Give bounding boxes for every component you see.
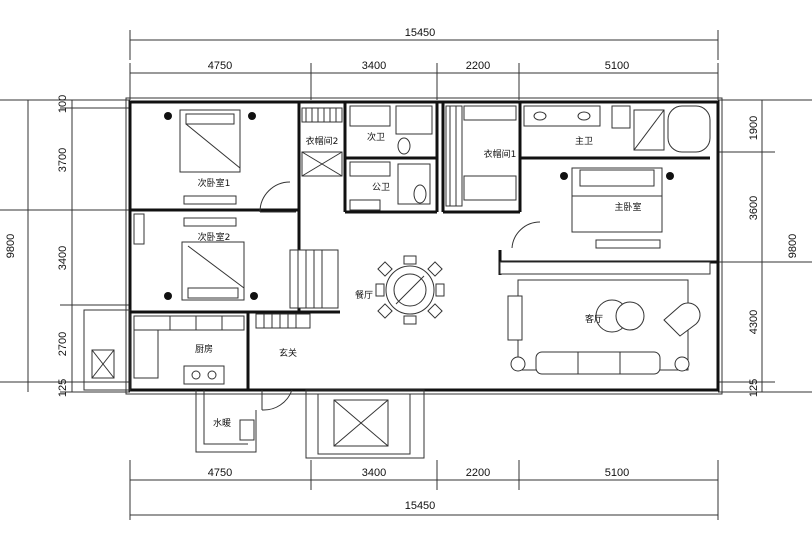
label-water-heater: 水暖 (213, 417, 231, 429)
label-dining: 餐厅 (355, 289, 373, 301)
right-total-label: 9800 (787, 234, 799, 258)
bottom-seg-4: 5100 (605, 467, 629, 479)
right-seg-3: 4300 (748, 310, 760, 334)
label-closet1: 衣帽间1 (484, 148, 517, 160)
closet-2: 衣帽间2 (301, 107, 343, 177)
bottom-seg-2: 3400 (362, 467, 386, 479)
bath-secondary: 次卫 (349, 105, 433, 155)
left-seg-3: 3400 (57, 246, 69, 270)
bath-public: 公卫 (349, 161, 431, 211)
top-seg-4: 5100 (605, 60, 629, 72)
label-bath-master: 主卫 (575, 135, 593, 147)
top-dimensions: 15450 4750 3400 2200 5100 (129, 27, 719, 100)
living-room: 客厅 (499, 261, 711, 375)
right-seg-4: 125 (748, 379, 760, 397)
right-dimensions: 1900 3600 9800 4300 125 (718, 99, 812, 397)
label-master-bedroom: 主卧室 (614, 201, 641, 213)
right-seg-1: 1900 (748, 116, 760, 140)
top-seg-3: 2200 (466, 60, 490, 72)
dining: 餐厅 (289, 249, 445, 325)
bottom-dimensions: 4750 3400 2200 5100 15450 (129, 460, 719, 520)
left-total-label: 9800 (5, 234, 17, 258)
label-closet2: 衣帽间2 (306, 135, 339, 147)
kitchen: 厨房 (133, 315, 245, 385)
bottom-seg-1: 4750 (208, 467, 232, 479)
entry: 玄关 (255, 313, 311, 411)
left-seg-5: 125 (57, 379, 69, 397)
exterior: 水暖 (195, 389, 425, 459)
top-seg-1: 4750 (208, 60, 232, 72)
label-bath-secondary: 次卫 (367, 131, 385, 143)
bottom-seg-3: 2200 (466, 467, 490, 479)
left-dimensions: 9800 100 3700 3400 2700 125 (0, 95, 130, 397)
label-bedroom2-1: 次卧室1 (198, 177, 231, 189)
top-total-label: 15450 (405, 27, 436, 39)
closet-1: 衣帽间1 (445, 105, 517, 207)
left-seg-1: 100 (57, 95, 69, 113)
bottom-total-label: 15450 (405, 500, 436, 512)
left-seg-2: 3700 (57, 148, 69, 172)
label-living: 客厅 (585, 313, 603, 325)
right-seg-2: 3600 (748, 196, 760, 220)
bedroom-2-2: 次卧室2 (133, 211, 296, 301)
top-seg-2: 3400 (362, 60, 386, 72)
label-bedroom2-2: 次卧室2 (198, 231, 231, 243)
bedroom-2-1: 次卧室1 (164, 109, 291, 213)
master-bedroom: 主卧室 (511, 167, 674, 249)
label-entry: 玄关 (279, 347, 297, 359)
left-seg-4: 2700 (57, 332, 69, 356)
label-kitchen: 厨房 (195, 343, 213, 355)
bath-master: 主卫 (523, 105, 711, 153)
label-bath-public: 公卫 (372, 182, 390, 193)
